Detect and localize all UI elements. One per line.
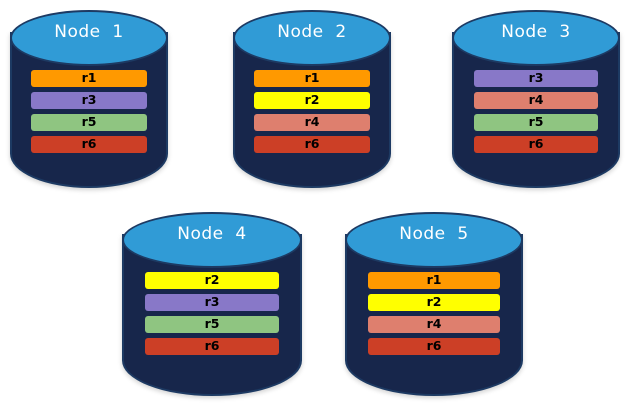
replica-bar[interactable]: r4 [368,316,500,333]
node-cylinder-1[interactable]: Node 1 r1 r3 r5 r6 [10,10,168,188]
cylinder-top-icon [122,212,302,268]
replica-bar[interactable]: r2 [253,92,371,109]
replica-bar[interactable]: r4 [473,92,599,109]
node-label: Node 5 [399,224,469,244]
replica-bar[interactable]: r1 [368,272,500,289]
replica-bar[interactable]: r6 [30,136,148,153]
replica-bar[interactable]: r3 [30,92,148,109]
replica-bar[interactable]: r3 [473,70,599,87]
replica-bar[interactable]: r5 [473,114,599,131]
node-cylinder-2[interactable]: Node 2 r1 r2 r4 r6 [233,10,391,188]
cylinder-top-icon [452,10,620,66]
node-cylinder-5[interactable]: Node 5 r1 r2 r4 r6 [345,212,523,396]
node-cylinder-3[interactable]: Node 3 r3 r4 r5 r6 [452,10,620,188]
cylinder-top-icon [233,10,391,66]
node-cylinder-4[interactable]: Node 4 r2 r3 r5 r6 [122,212,302,396]
node-label: Node 4 [177,224,247,244]
node-label: Node 2 [277,22,347,42]
node-label: Node 3 [501,22,571,42]
replica-list: r1 r3 r5 r6 [10,70,168,153]
node-label: Node 1 [54,22,124,42]
replica-bar[interactable]: r6 [145,338,279,355]
replica-bar[interactable]: r1 [30,70,148,87]
cylinder-top-icon [345,212,523,268]
replica-bar[interactable]: r4 [253,114,371,131]
replica-bar[interactable]: r6 [473,136,599,153]
replica-list: r1 r2 r4 r6 [233,70,391,153]
replica-bar[interactable]: r2 [145,272,279,289]
replica-bar[interactable]: r3 [145,294,279,311]
replica-bar[interactable]: r2 [368,294,500,311]
cylinder-top-icon [10,10,168,66]
replica-bar[interactable]: r6 [253,136,371,153]
replica-list: r1 r2 r4 r6 [345,272,523,355]
replica-bar[interactable]: r1 [253,70,371,87]
replica-bar[interactable]: r5 [145,316,279,333]
replica-list: r2 r3 r5 r6 [122,272,302,355]
replica-bar[interactable]: r5 [30,114,148,131]
replica-list: r3 r4 r5 r6 [452,70,620,153]
replica-bar[interactable]: r6 [368,338,500,355]
